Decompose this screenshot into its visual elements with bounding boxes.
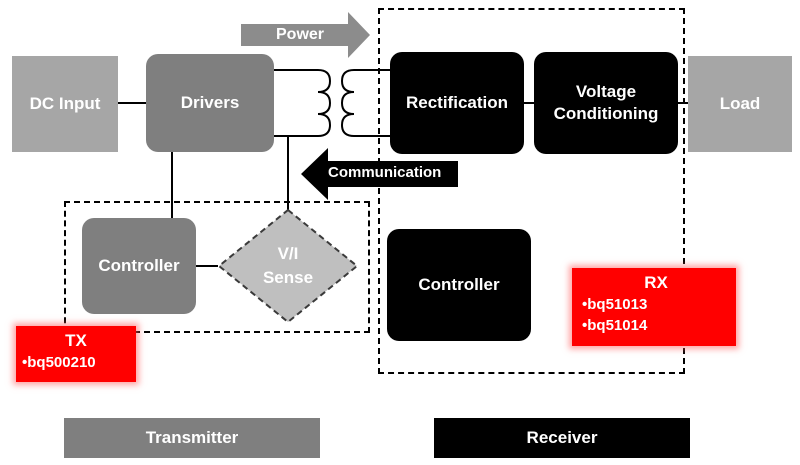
rx-callout-part: •bq51013 <box>582 296 648 313</box>
vi-sense-line2: Sense <box>262 268 314 287</box>
vi-sense-label: V/I Sense <box>248 242 328 290</box>
transmitter-boundary <box>64 201 370 333</box>
tx-controller-block: Controller <box>82 218 196 314</box>
receiver-footer: Receiver <box>434 418 690 458</box>
tx-callout-part: •bq500210 <box>22 354 96 371</box>
dc-input-block: DC Input <box>12 56 118 152</box>
tx-callout-title: TX <box>65 331 87 350</box>
power-arrow <box>241 12 370 58</box>
rectification-block: Rectification <box>390 52 524 154</box>
tx-callout: TX •bq500210 <box>16 326 136 382</box>
transmitter-footer: Transmitter <box>64 418 320 458</box>
rx-callout-title: RX <box>644 273 668 292</box>
load-block: Load <box>688 56 792 152</box>
vi-sense-diamond <box>217 208 359 324</box>
power-arrow-label: Power <box>276 26 325 43</box>
rx-coil <box>340 69 355 137</box>
vi-sense-line1: V/I <box>277 244 299 263</box>
tx-coil <box>317 69 332 137</box>
receiver-boundary <box>378 8 685 374</box>
communication-arrow-label: Communication <box>328 164 442 181</box>
rx-callout: RX •bq51013 •bq51014 <box>572 268 736 346</box>
rx-callout-part: •bq51014 <box>582 317 648 334</box>
rx-controller-block: Controller <box>387 229 531 341</box>
voltage-conditioning-block: Voltage Conditioning <box>534 52 678 154</box>
drivers-block: Drivers <box>146 54 274 152</box>
